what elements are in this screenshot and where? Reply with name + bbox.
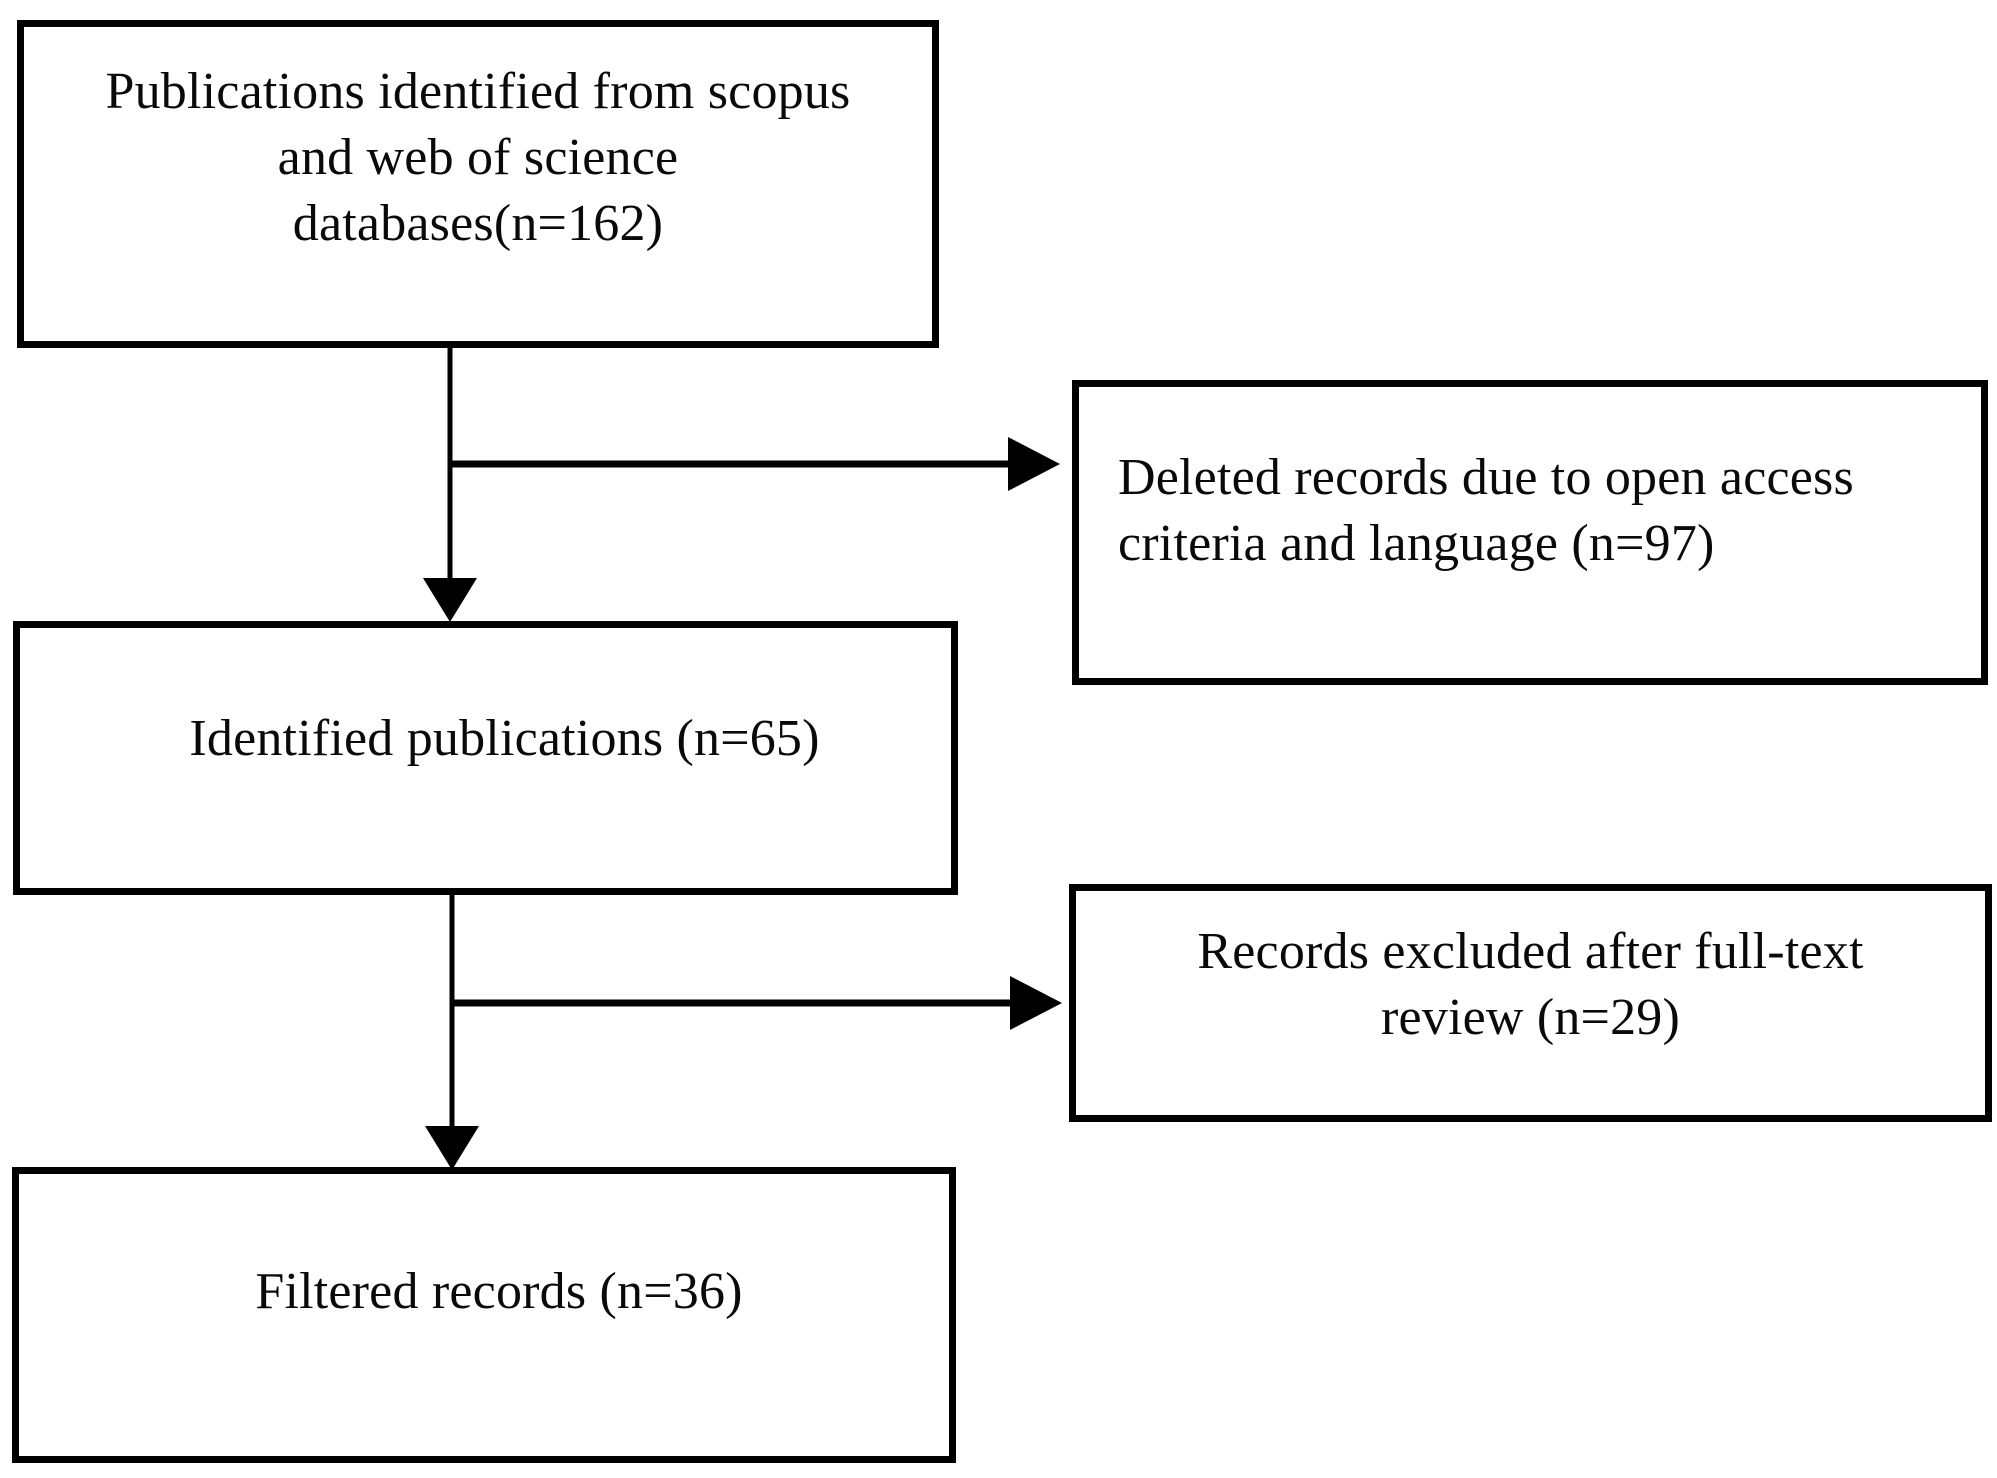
arrowhead-down-publications-to-filtered (425, 1126, 479, 1170)
arrowhead-down-sources-to-publications (423, 578, 477, 622)
box-identified-sources-label: Publications identified from scopus and … (105, 63, 851, 252)
box-identified-publications-label: Identified publications (n=65) (189, 710, 820, 767)
box-filtered-records: Filtered records (n=36) (12, 1167, 956, 1463)
arrowhead-right-branch-to-excluded (1010, 976, 1062, 1030)
box-identified-publications: Identified publications (n=65) (13, 621, 958, 895)
box-records-excluded: Records excluded after full-text review … (1069, 884, 1992, 1122)
box-deleted-records-label: Deleted records due to open access crite… (1118, 449, 1854, 572)
box-deleted-records: Deleted records due to open access crite… (1072, 380, 1988, 685)
box-records-excluded-label: Records excluded after full-text review … (1197, 923, 1864, 1046)
arrowhead-right-branch-to-deleted (1008, 437, 1060, 491)
box-filtered-records-label: Filtered records (n=36) (255, 1263, 743, 1320)
box-identified-sources: Publications identified from scopus and … (17, 20, 939, 348)
